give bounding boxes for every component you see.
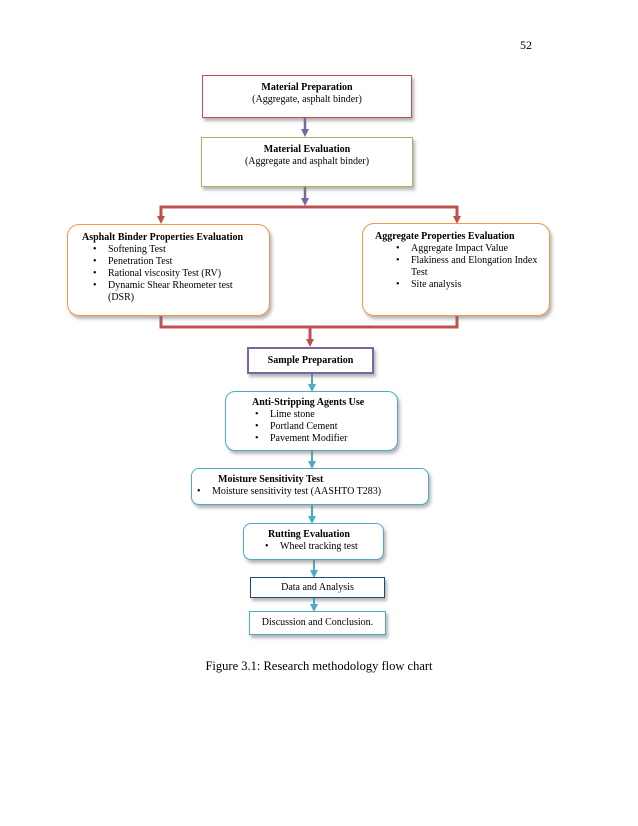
figure-caption: Figure 3.1: Research methodology flow ch… — [205, 659, 433, 673]
node-title: Material Preparation — [261, 82, 353, 93]
list-item: Penetration Test — [90, 256, 261, 268]
node-aggregate-properties-evaluation: Aggregate Properties Evaluation Aggregat… — [362, 223, 550, 316]
node-title: Asphalt Binder Properties Evaluation — [82, 232, 244, 243]
list-item: Softening Test — [90, 244, 261, 256]
list-item: Wheel tracking test — [262, 541, 377, 553]
node-title: Rutting Evaluation — [268, 529, 350, 540]
node-asphalt-binder-evaluation: Asphalt Binder Properties Evaluation Sof… — [67, 224, 270, 316]
list-item: Aggregate Impact Value — [393, 243, 541, 255]
node-title: Aggregate Properties Evaluation — [375, 231, 515, 242]
asphalt-binder-test-list: Softening Test Penetration Test Rational… — [90, 244, 261, 304]
page-number: 52 — [520, 38, 532, 52]
anti-stripping-list: Lime stone Portland Cement Pavement Modi… — [252, 409, 391, 445]
node-discussion-and-conclusion: Discussion and Conclusion. — [249, 611, 386, 635]
list-item: Flakiness and Elongation Index Test — [393, 255, 541, 279]
node-material-evaluation: Material Evaluation (Aggregate and aspha… — [201, 137, 413, 187]
aggregate-test-list: Aggregate Impact Value Flakiness and Elo… — [393, 243, 541, 291]
node-moisture-sensitivity-test: Moisture Sensitivity Test Moisture sensi… — [191, 468, 429, 505]
node-title: Sample Preparation — [267, 355, 354, 366]
rutting-test-list: Wheel tracking test — [262, 541, 377, 553]
node-title: Anti-Stripping Agents Use — [252, 397, 365, 408]
branch-split-line — [159, 205, 459, 218]
node-title: Discussion and Conclusion. — [261, 617, 374, 628]
list-item: Lime stone — [252, 409, 391, 421]
list-item: Site analysis — [393, 279, 541, 291]
list-item: Rational viscosity Test (RV) — [90, 268, 261, 280]
list-item: Dynamic Shear Rheometer test (DSR) — [90, 280, 261, 304]
node-subtitle: (Aggregate and asphalt binder) — [244, 156, 370, 167]
list-item: Pavement Modifier — [252, 433, 391, 445]
node-anti-stripping-agents: Anti-Stripping Agents Use Lime stone Por… — [225, 391, 398, 451]
node-subtitle: (Aggregate, asphalt binder) — [252, 94, 362, 105]
node-title: Material Evaluation — [263, 144, 351, 155]
node-sample-preparation: Sample Preparation — [247, 347, 374, 374]
node-title: Moisture Sensitivity Test — [218, 474, 324, 485]
moisture-test-list: Moisture sensitivity test (AASHTO T283) — [194, 486, 422, 498]
node-title: Data and Analysis — [281, 582, 354, 593]
list-item: Moisture sensitivity test (AASHTO T283) — [194, 486, 422, 498]
node-data-and-analysis: Data and Analysis — [250, 577, 385, 598]
node-material-preparation: Material Preparation (Aggregate, asphalt… — [202, 75, 412, 118]
list-item: Portland Cement — [252, 421, 391, 433]
node-rutting-evaluation: Rutting Evaluation Wheel tracking test — [243, 523, 384, 560]
branch-merge-line — [159, 316, 459, 329]
